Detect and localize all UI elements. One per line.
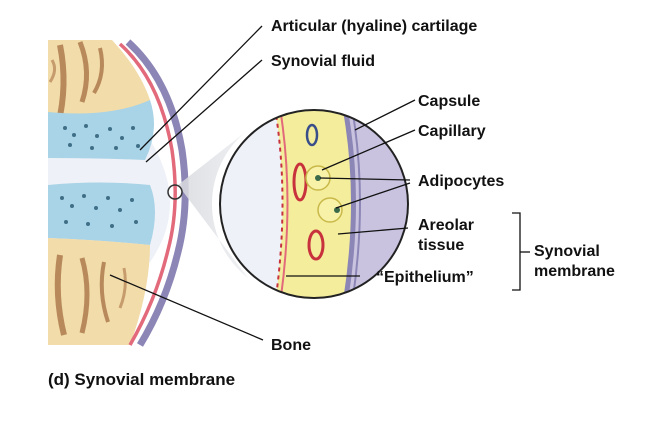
label-synovial: Synovial: [534, 243, 600, 260]
magnifier-cone: [178, 130, 248, 278]
upper-cartilage-cells: [63, 124, 140, 150]
leader-lines: [109, 25, 530, 341]
lower-cartilage: [48, 182, 155, 245]
label-membrane: membrane: [534, 263, 615, 280]
label-capsule: Capsule: [418, 93, 480, 110]
joint-capsule: [125, 39, 189, 347]
label-epithelium: “Epithelium”: [376, 269, 474, 286]
lower-bone: [48, 238, 150, 345]
label-tissue: tissue: [418, 237, 464, 254]
label-capillary: Capillary: [418, 123, 486, 140]
magnifier-outline: [219, 109, 409, 299]
magnified-spot: [167, 184, 183, 200]
label-cartilage: Articular (hyaline) cartilage: [271, 18, 477, 35]
label-synovial-fluid: Synovial fluid: [271, 53, 375, 70]
label-bone: Bone: [271, 337, 311, 354]
label-areolar: Areolar: [418, 217, 474, 234]
figure-caption: (d) Synovial membrane: [48, 370, 235, 389]
upper-cartilage: [48, 100, 154, 160]
synovial-membrane: [118, 42, 177, 346]
lower-cartilage-cells: [60, 194, 138, 228]
label-adipocytes: Adipocytes: [418, 173, 504, 190]
